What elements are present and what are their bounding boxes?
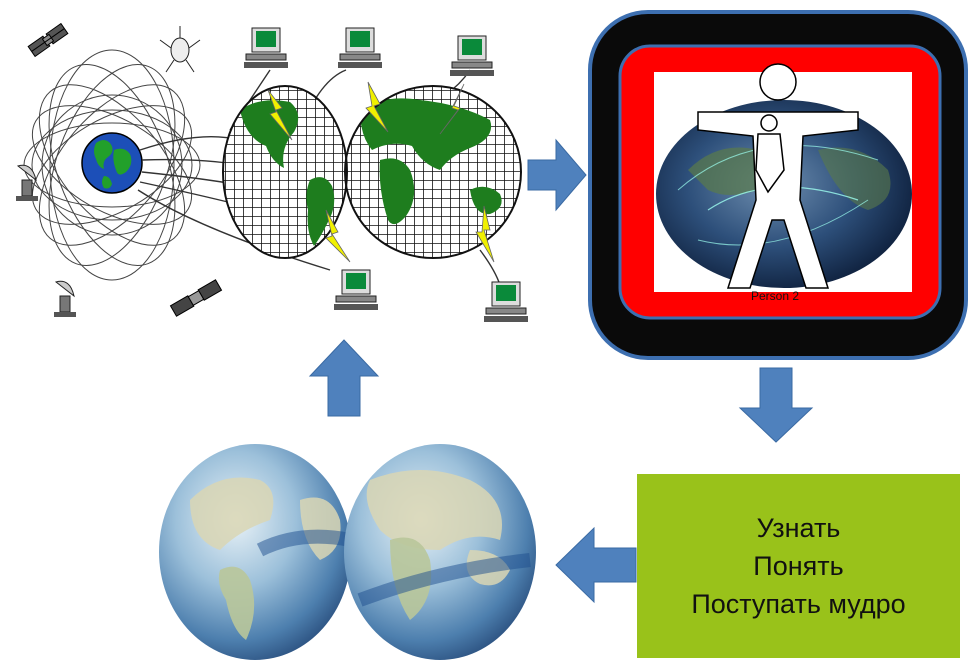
person-label: Person 2 — [750, 289, 800, 303]
arrow-down-icon — [738, 367, 814, 443]
wisdom-line-understand: Понять — [753, 551, 844, 581]
wisdom-line-learn: Узнать — [756, 513, 841, 543]
arrow-left-icon — [555, 526, 637, 604]
satellite-icon — [169, 279, 223, 317]
computer-icon — [338, 27, 382, 68]
satellite-probe-icon — [159, 26, 201, 73]
computer-icon — [244, 27, 288, 68]
wisdom-line-act-wisely: Поступать мудро — [691, 589, 906, 619]
arrow-up-icon — [308, 339, 380, 417]
small-globe-icon — [81, 132, 143, 194]
computer-icon — [334, 269, 378, 310]
person-figure-icon — [697, 63, 859, 289]
earth-globe-left-icon — [159, 444, 352, 660]
dish-antenna-icon — [16, 164, 38, 201]
earth-globes-illustration — [159, 444, 536, 660]
wisdom-box: Узнать Понять Поступать мудро — [637, 474, 960, 658]
computer-icons — [244, 27, 528, 322]
satellite-icon — [27, 22, 69, 58]
network-illustration — [16, 22, 528, 322]
dish-antenna-icon — [54, 280, 76, 317]
screen-person-illustration — [588, 10, 968, 360]
computer-icon — [450, 35, 494, 76]
lightning-bolts — [267, 81, 495, 263]
computer-icon — [484, 281, 528, 322]
earth-globe-right-icon — [344, 444, 536, 660]
